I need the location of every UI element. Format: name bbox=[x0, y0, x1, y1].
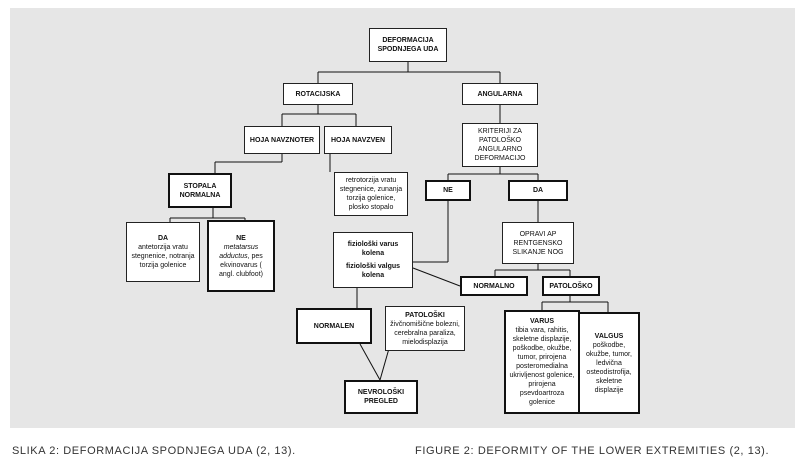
node-ne-top: NE bbox=[425, 180, 471, 201]
node-valgus-title: VALGUS bbox=[594, 332, 624, 340]
node-hoja-navznoter-label: HOJA NAVZNOTER bbox=[249, 136, 315, 144]
node-root-label: DEFORMACIJA SPODNJEGA UDA bbox=[377, 37, 439, 53]
node-root: DEFORMACIJA SPODNJEGA UDA bbox=[369, 28, 447, 62]
node-normalen-label: NORMALEN bbox=[313, 322, 355, 330]
node-ne-top-label: NE bbox=[443, 187, 453, 194]
node-normalen: NORMALEN bbox=[296, 308, 372, 344]
node-patoloski: PATOLOŠKI živčnomišične bolezni, cerebra… bbox=[385, 306, 465, 351]
node-rotacijska: ROTACIJSKA bbox=[283, 83, 353, 105]
node-varus: VARUS tibia vara, rahitis, skeletne disp… bbox=[504, 310, 580, 414]
node-da-top: DA bbox=[508, 180, 568, 201]
node-nevroloski-label: NEVROLOŠKI PREGLED bbox=[357, 389, 405, 405]
node-angularna: ANGULARNA bbox=[462, 83, 538, 105]
node-navzven-desc: retrotorzija vratu stegnenice, zunanja t… bbox=[334, 172, 408, 216]
node-hoja-navzven-label: HOJA NAVZVEN bbox=[330, 136, 386, 144]
node-patolosko-label: PATOLOŠKO bbox=[549, 282, 593, 290]
caption-right: FIGURE 2: DEFORMITY OF THE LOWER EXTREMI… bbox=[415, 445, 770, 457]
node-normalno: NORMALNO bbox=[460, 276, 528, 296]
diagram-panel bbox=[10, 8, 795, 428]
node-da-top-label: DA bbox=[532, 187, 544, 194]
node-varus-text: tibia vara, rahitis, skeletne displazije… bbox=[509, 327, 575, 406]
node-valgus-text: poškodbe, okužbe, tumor, ledvična osteod… bbox=[586, 341, 632, 394]
node-fizioloski: fiziološki varus kolena fiziološki valgu… bbox=[333, 232, 413, 288]
node-opravi-label: OPRAVI AP RENTGENSKO SLIKANJE NOG bbox=[512, 230, 564, 256]
node-patoloski-text: živčnomišične bolezni, cerebralna parali… bbox=[390, 320, 460, 346]
node-stopala-normalna-label: STOPALA NORMALNA bbox=[179, 182, 221, 199]
node-fizioloski-varus: fiziološki varus kolena bbox=[347, 241, 399, 257]
node-da-left-text: antetorzija vratu stegnenice, notranja t… bbox=[131, 244, 195, 269]
node-patolosko: PATOLOŠKO bbox=[542, 276, 600, 296]
node-fizioloski-valgus: fiziološki valgus kolena bbox=[345, 263, 401, 279]
node-normalno-label: NORMALNO bbox=[473, 282, 515, 290]
node-kriteriji: KRITERIJI ZA PATOLOŠKO ANGULARNO DEFORMA… bbox=[462, 123, 538, 167]
node-kriteriji-label: KRITERIJI ZA PATOLOŠKO ANGULARNO DEFORMA… bbox=[474, 128, 526, 162]
node-ne-left-rest: , pes ekvinovarus ( angl. clubfoot) bbox=[219, 252, 263, 278]
node-rotacijska-label: ROTACIJSKA bbox=[295, 90, 341, 98]
node-navzven-desc-text: retrotorzija vratu stegnenice, zunanja t… bbox=[339, 177, 403, 211]
node-ne-left-title: NE bbox=[236, 234, 246, 242]
node-varus-title: VARUS bbox=[530, 318, 554, 325]
caption-left: SLIKA 2: DEFORMACIJA SPODNJEGA UDA (2, 1… bbox=[12, 445, 296, 457]
node-da-left: DA antetorzija vratu stegnenice, notranj… bbox=[126, 222, 200, 282]
node-stopala-normalna: STOPALA NORMALNA bbox=[168, 173, 232, 208]
node-angularna-label: ANGULARNA bbox=[477, 90, 523, 98]
node-valgus: VALGUS poškodbe, okužbe, tumor, ledvična… bbox=[578, 312, 640, 414]
node-hoja-navzven: HOJA NAVZVEN bbox=[324, 126, 392, 154]
node-patoloski-title: PATOLOŠKI bbox=[405, 311, 445, 319]
node-ne-left-text: metatarsus adductus, pes ekvinovarus ( a… bbox=[212, 243, 270, 279]
node-ne-left-italic: metatarsus adductus bbox=[219, 243, 259, 260]
node-hoja-navznoter: HOJA NAVZNOTER bbox=[244, 126, 320, 154]
node-ne-left: NE metatarsus adductus, pes ekvinovarus … bbox=[207, 220, 275, 292]
node-da-left-title: DA bbox=[157, 235, 169, 242]
node-nevroloski: NEVROLOŠKI PREGLED bbox=[344, 380, 418, 414]
node-opravi: OPRAVI AP RENTGENSKO SLIKANJE NOG bbox=[502, 222, 574, 264]
